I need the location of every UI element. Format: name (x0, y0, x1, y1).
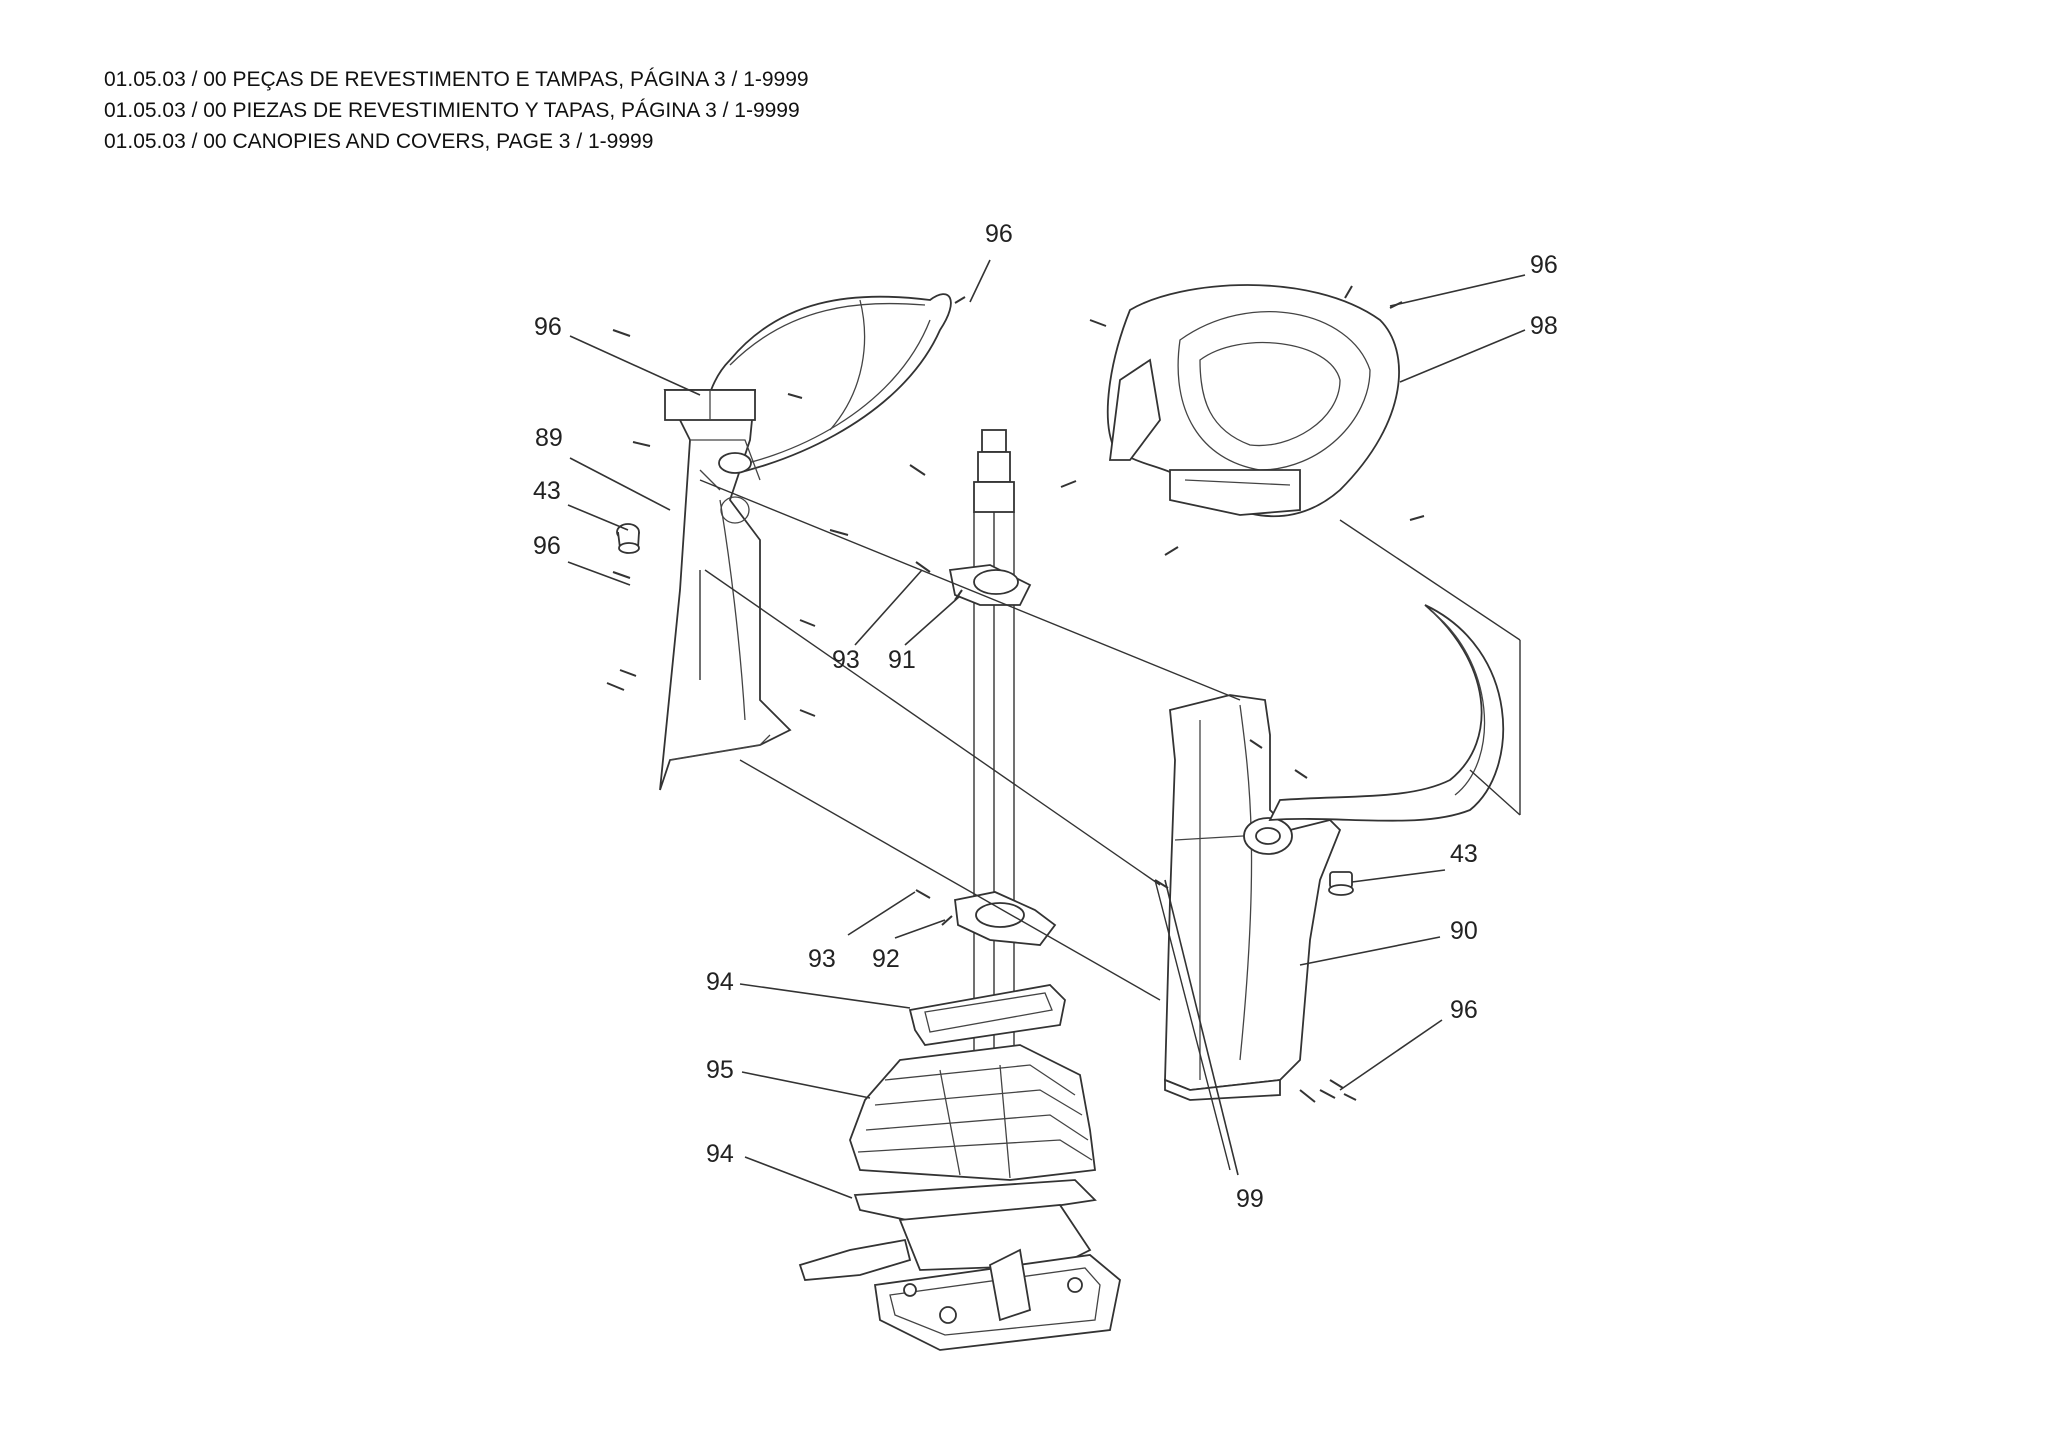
left-knob-part (616, 523, 640, 554)
page-header: 01.05.03 / 00 PEÇAS DE REVESTIMENTO E TA… (104, 64, 809, 157)
callout-94: 94 (706, 1140, 734, 1168)
callout-96: 96 (1530, 251, 1558, 279)
left-screws (606, 296, 966, 717)
header-line-spanish: 01.05.03 / 00 PIEZAS DE REVESTIMIENTO Y … (104, 99, 800, 122)
callout-43: 43 (1450, 840, 1478, 868)
callout-98: 98 (1530, 312, 1558, 340)
header-line-english: 01.05.03 / 00 CANOPIES AND COVERS, PAGE … (104, 130, 654, 153)
rubber-boot-part (849, 1044, 1097, 1181)
callout-96: 96 (534, 313, 562, 341)
left-console-cover-part (659, 293, 952, 791)
header-line-portuguese: 01.05.03 / 00 PEÇAS DE REVESTIMENTO E TA… (104, 68, 809, 91)
callout-labels: 96 96 98 96 89 43 96 93 91 43 90 96 93 9… (533, 220, 1558, 1213)
callout-96: 96 (1450, 996, 1478, 1024)
top-right-shell-part (1106, 284, 1400, 517)
callout-96: 96 (985, 220, 1013, 248)
upper-boot-frame-part (908, 984, 1066, 1046)
callout-94: 94 (706, 968, 734, 996)
callout-89: 89 (535, 424, 563, 452)
callout-99: 99 (1236, 1185, 1264, 1213)
assembly-lines (699, 479, 1521, 1171)
upper-clamp-part (915, 561, 1032, 606)
callout-96: 96 (533, 532, 561, 560)
leader-lines (567, 259, 1526, 1199)
callout-93: 93 (808, 945, 836, 973)
lower-clamp-part (915, 889, 1057, 946)
callout-90: 90 (1450, 917, 1478, 945)
callout-92: 92 (872, 945, 900, 973)
control-base-part (798, 1204, 1121, 1351)
right-knob-part (1328, 871, 1354, 896)
callout-91: 91 (888, 646, 916, 674)
callout-93: 93 (832, 646, 860, 674)
callout-43: 43 (533, 477, 561, 505)
control-shaft-part (973, 429, 1015, 1150)
callout-95: 95 (706, 1056, 734, 1084)
